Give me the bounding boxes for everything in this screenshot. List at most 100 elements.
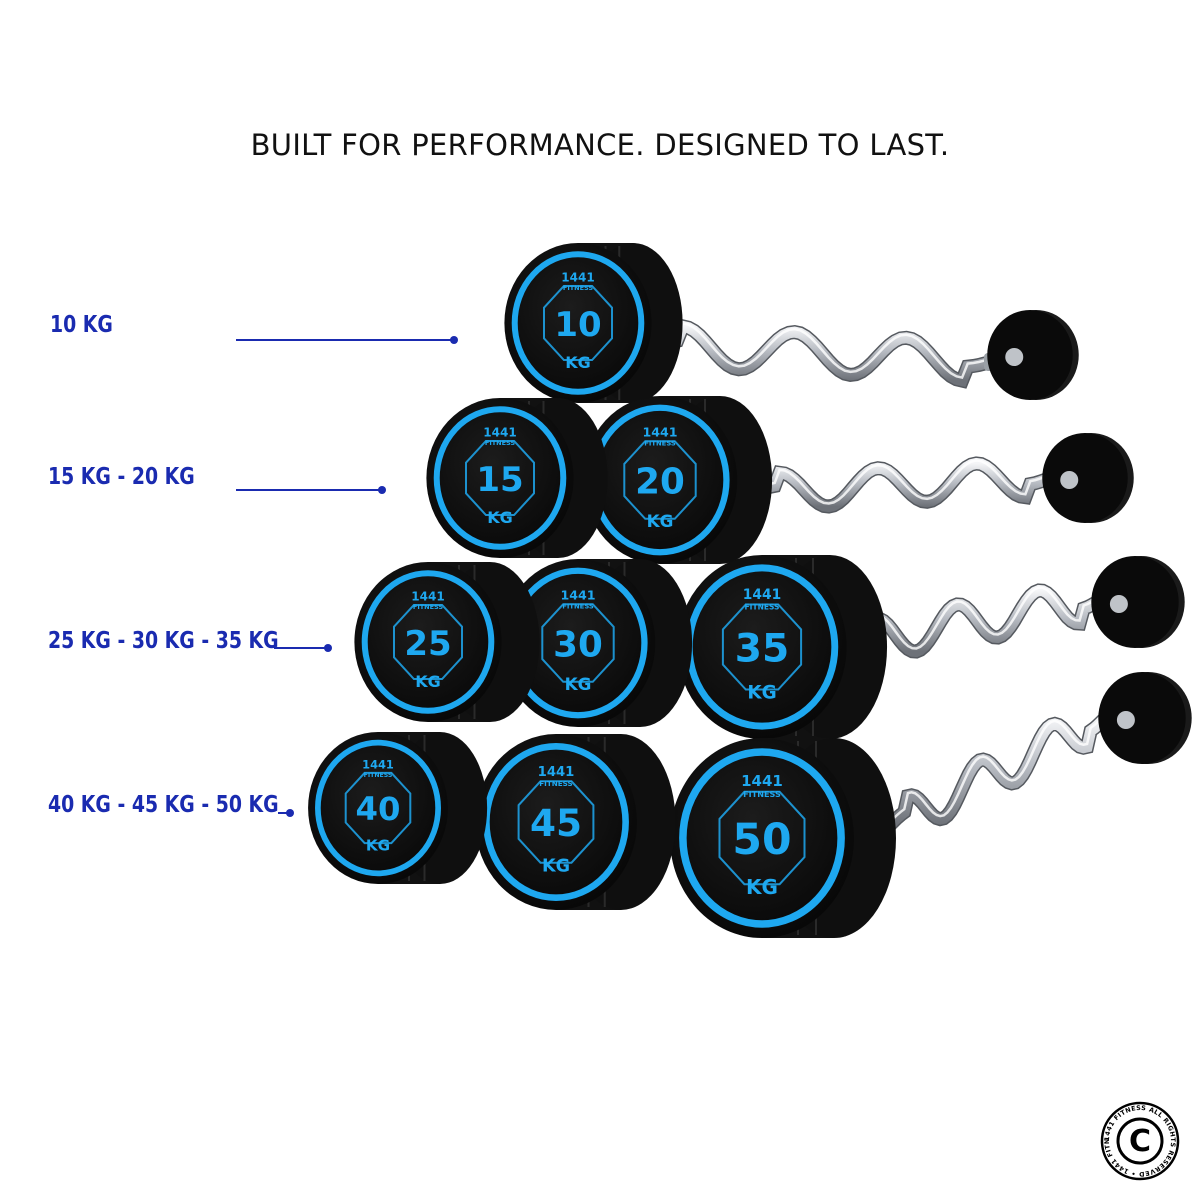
plate-face	[582, 396, 738, 564]
weight-number: 35	[735, 627, 789, 672]
weight-number: 25	[404, 624, 451, 664]
brand-word: FITNESS	[745, 602, 780, 611]
weight-number: 15	[476, 460, 523, 500]
bar-highlight	[653, 321, 992, 380]
octagon-outline	[543, 285, 613, 361]
cyan-ring	[433, 406, 567, 550]
brand-number: 1441	[642, 424, 677, 439]
plate-face	[500, 559, 656, 727]
chrome-bar	[849, 584, 1106, 658]
brand-number: 1441	[743, 587, 781, 603]
brand-word: FITNESS	[413, 603, 444, 611]
weight-number: 50	[732, 816, 791, 865]
cyan-ring	[361, 570, 495, 714]
end-plate	[1098, 672, 1186, 764]
octagon-outline	[517, 780, 595, 864]
bar-end-plates	[984, 310, 1192, 764]
brand-word: FITNESS	[539, 779, 572, 788]
weight-unit: KG	[565, 674, 592, 694]
leader-line-40-50	[278, 809, 294, 817]
cyan-ring	[679, 748, 845, 928]
end-plate	[987, 310, 1073, 400]
plate-face	[670, 738, 854, 938]
svg-text:C: C	[1129, 1124, 1151, 1159]
weight-number: 40	[356, 790, 401, 828]
plate-face	[426, 398, 574, 558]
size-label-40-50: 40 KG - 45 KG - 50 KG	[48, 792, 279, 818]
brand-word: FITNESS	[485, 439, 516, 447]
bar-highlight	[853, 586, 1102, 650]
weight-unit: KG	[542, 856, 570, 876]
weight-plates: 1441FITNESS10KG1441FITNESS20KG1441FITNES…	[308, 243, 896, 938]
end-cap	[1060, 471, 1079, 489]
size-label-10: 10 KG	[50, 312, 113, 338]
end-plate	[1042, 433, 1128, 523]
weight-unit: KG	[415, 672, 441, 691]
octagon-outline	[623, 440, 697, 520]
weight-unit: KG	[746, 875, 778, 899]
bar-highlight	[888, 713, 1107, 824]
plate-face	[354, 562, 502, 722]
brand-word: FITNESS	[563, 284, 594, 292]
octagon-outline	[541, 603, 615, 683]
weight-unit: KG	[647, 511, 674, 531]
bar-highlight	[753, 459, 1052, 505]
chrome-bar	[749, 457, 1056, 513]
brand-number: 1441	[538, 765, 575, 780]
cyan-ring	[315, 739, 441, 877]
brand-number: 1441	[362, 757, 394, 771]
plate-face	[475, 734, 637, 910]
weight-number: 20	[635, 461, 685, 502]
brand-word: FITNESS	[644, 440, 676, 448]
plate-face	[504, 243, 652, 403]
size-label-25-35: 25 KG - 30 KG - 35 KG	[48, 628, 279, 654]
end-cap	[1109, 595, 1128, 613]
copyright-seal-icon: 1441 FITNESS ALL RIGHTS RESERVED • 1441 …	[1100, 1101, 1180, 1181]
leader-line-10	[236, 336, 458, 344]
size-label-15-20: 15 KG - 20 KG	[48, 464, 195, 490]
brand-number: 1441	[741, 772, 783, 790]
octagon-outline	[344, 771, 412, 845]
leader-line-25-35	[274, 644, 332, 652]
end-plate	[1091, 556, 1179, 648]
brand-word: FITNESS	[364, 772, 393, 779]
chrome-bar	[884, 712, 1111, 831]
octagon-outline	[465, 440, 535, 516]
cyan-ring	[511, 251, 645, 395]
brand-number: 1441	[411, 589, 444, 603]
weight-number: 10	[554, 305, 601, 345]
weight-unit: KG	[366, 837, 390, 855]
end-cap	[1005, 348, 1024, 366]
brand-word: FITNESS	[743, 789, 781, 799]
brand-number: 1441	[483, 425, 516, 439]
brand-number: 1441	[560, 587, 595, 602]
plate-face	[677, 555, 847, 739]
curl-bars	[648, 318, 1112, 832]
brand-number: 1441	[561, 270, 594, 284]
octagon-outline	[393, 604, 463, 680]
weight-number: 45	[530, 801, 582, 845]
octagon-outline	[718, 790, 806, 886]
weight-unit: KG	[747, 683, 776, 704]
chrome-bar	[649, 319, 996, 388]
cyan-ring	[483, 743, 629, 901]
plate-face	[308, 732, 448, 884]
weight-unit: KG	[565, 353, 591, 372]
headline: BUILT FOR PERFORMANCE. DESIGNED TO LAST.	[250, 128, 950, 162]
weight-number: 30	[553, 624, 603, 665]
end-cap	[1116, 711, 1135, 729]
weight-unit: KG	[487, 508, 513, 527]
leader-line-15-20	[236, 486, 386, 494]
brand-word: FITNESS	[562, 603, 594, 611]
octagon-outline	[721, 603, 803, 691]
